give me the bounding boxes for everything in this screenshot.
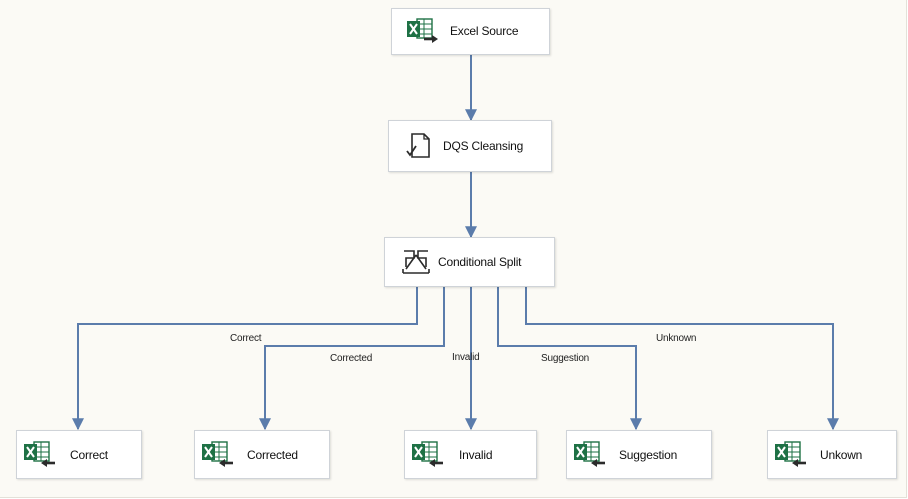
dqs-cleansing-node[interactable]: DQS Cleansing bbox=[388, 120, 552, 172]
destination-corrected-node[interactable]: Corrected bbox=[194, 430, 330, 479]
destination-suggestion-node[interactable]: Suggestion bbox=[566, 430, 712, 479]
destination-unkown-node[interactable]: Unkown bbox=[767, 430, 897, 479]
path-unknown[interactable] bbox=[525, 287, 839, 431]
excel-destination-icon bbox=[774, 440, 808, 470]
destination-correct-node[interactable]: Correct bbox=[16, 430, 142, 479]
destination-unkown-label: Unkown bbox=[820, 448, 863, 462]
excel-destination-icon bbox=[23, 440, 57, 470]
path-label-correct: Correct bbox=[230, 333, 262, 344]
destination-correct-label: Correct bbox=[70, 448, 108, 462]
path-label-suggestion: Suggestion bbox=[541, 353, 590, 364]
destination-invalid-node[interactable]: Invalid bbox=[404, 430, 537, 479]
path-correct[interactable] bbox=[72, 287, 418, 431]
path-suggestion[interactable] bbox=[497, 287, 642, 431]
path-label-invalid: Invalid bbox=[452, 352, 480, 363]
dqs-cleansing-icon bbox=[403, 131, 437, 161]
path-corrected[interactable] bbox=[259, 287, 445, 431]
excel-source-icon bbox=[406, 17, 440, 47]
excel-source-node[interactable]: Excel Source bbox=[391, 8, 550, 55]
conditional-split-node[interactable]: Conditional Split bbox=[384, 237, 555, 287]
excel-destination-icon bbox=[201, 440, 235, 470]
path-label-corrected: Corrected bbox=[330, 353, 373, 364]
destination-suggestion-label: Suggestion bbox=[619, 448, 678, 462]
destination-corrected-label: Corrected bbox=[247, 448, 298, 462]
excel-source-label: Excel Source bbox=[450, 24, 519, 38]
destination-invalid-label: Invalid bbox=[459, 448, 493, 462]
conditional-split-label: Conditional Split bbox=[438, 255, 522, 269]
conditional-split-icon bbox=[399, 247, 433, 277]
excel-destination-icon bbox=[411, 440, 445, 470]
excel-destination-icon bbox=[573, 440, 607, 470]
path-label-unknown: Unknown bbox=[656, 333, 697, 344]
dqs-cleansing-label: DQS Cleansing bbox=[443, 139, 524, 153]
